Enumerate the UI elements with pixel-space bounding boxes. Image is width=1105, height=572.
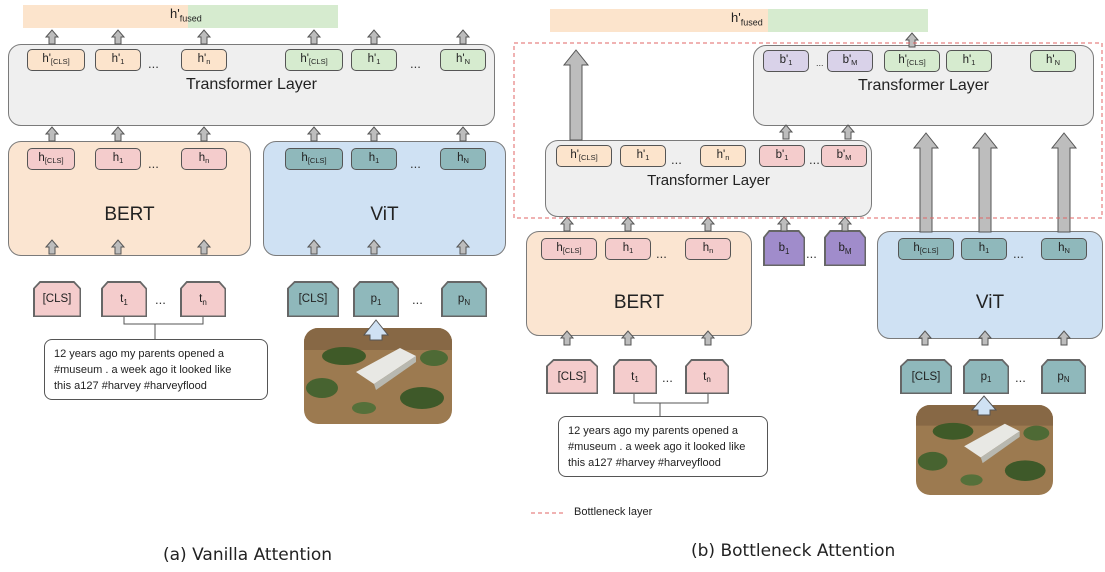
vit-title: ViT	[975, 292, 1005, 313]
connector-line	[123, 317, 204, 339]
tweet-line: #museum . a week ago it looked like	[54, 364, 232, 376]
bert-token-cls: h[CLS]	[541, 238, 597, 260]
ellipsis: ...	[662, 370, 673, 385]
ellipsis: ...	[816, 58, 824, 68]
vit-token-cls: h[CLS]	[898, 238, 954, 260]
lower-token-cls: h'[CLS]	[556, 145, 612, 167]
lower-token-n: h'n	[700, 145, 746, 167]
fused-label: h'fused	[170, 6, 202, 24]
upper-token-cls: h'[CLS]	[884, 50, 940, 72]
vit-title: ViT	[370, 204, 399, 225]
ellipsis: ...	[656, 246, 667, 261]
connector-line	[633, 394, 709, 416]
upper-token-1: h'1	[946, 50, 992, 72]
image-input-cls: [CLS]	[288, 282, 338, 316]
transformer-layer-title: Transformer Layer	[186, 76, 317, 93]
ellipsis: ...	[809, 152, 820, 167]
transformer-token-1-text: h'1	[95, 49, 141, 71]
bottleneck-region	[513, 42, 1103, 219]
up-arrow-icon	[970, 395, 998, 416]
fused-bar-text	[23, 5, 188, 28]
text-input-cls: [CLS]	[34, 282, 80, 316]
bert-title: BERT	[613, 292, 665, 313]
lower-transformer-title: Transformer Layer	[647, 172, 770, 189]
up-arrow-icon	[560, 32, 1071, 346]
lower-token-1: h'1	[620, 145, 666, 167]
transformer-token-1-image: h'1	[351, 49, 397, 71]
tweet-line: #museum . a week ago it looked like	[568, 441, 746, 453]
fused-bar-image	[768, 9, 928, 32]
tweet-textbox: 12 years ago my parents opened a #museum…	[558, 416, 768, 477]
ellipsis: ...	[410, 56, 421, 71]
transformer-token-cls-image: h'[CLS]	[285, 49, 343, 71]
up-arrow-icon	[562, 49, 1078, 233]
bert-token-cls: h[CLS]	[27, 148, 75, 170]
ellipsis: ...	[806, 246, 817, 261]
image-input-cls: [CLS]	[901, 360, 951, 393]
ellipsis: ...	[1013, 246, 1024, 261]
bottleneck-legend-label: Bottleneck layer	[574, 506, 653, 518]
ellipsis: ...	[1015, 370, 1026, 385]
fused-label: h'fused	[731, 10, 763, 28]
transformer-token-cls-text: h'[CLS]	[27, 49, 85, 71]
upper-transformer-title: Transformer Layer	[858, 77, 989, 94]
transformer-layer: Transformer Layer	[8, 44, 495, 126]
ellipsis: ...	[155, 292, 166, 307]
up-arrow-icon	[362, 319, 390, 341]
ellipsis: ...	[148, 156, 159, 171]
fused-bar-text	[550, 9, 768, 32]
transformer-token-N-image: h'N	[440, 49, 486, 71]
ellipsis: ...	[412, 292, 423, 307]
lower-token-bM: b'M	[821, 145, 867, 167]
text-input-cls: [CLS]	[547, 360, 597, 393]
ellipsis: ...	[148, 56, 159, 71]
upper-token-bM: b'M	[827, 50, 873, 72]
lower-token-b1: b'1	[759, 145, 805, 167]
caption-vanilla-attention: (a) Vanilla Attention	[163, 545, 333, 565]
tweet-textbox: 12 years ago my parents opened a #museum…	[44, 339, 268, 400]
ellipsis: ...	[410, 156, 421, 171]
transformer-token-n-text: h'n	[181, 49, 227, 71]
upper-token-b1: b'1	[763, 50, 809, 72]
tweet-line: 12 years ago my parents opened a	[54, 348, 225, 360]
up-arrow-icon	[45, 29, 470, 255]
bert-title: BERT	[104, 204, 155, 225]
caption-bottleneck-attention: (b) Bottleneck Attention	[691, 541, 896, 561]
ellipsis: ...	[671, 152, 682, 167]
tweet-line: this a127 #harvey #harveyflood	[54, 380, 207, 392]
tweet-line: this a127 #harvey #harveyflood	[568, 457, 721, 469]
fused-bar-image	[188, 5, 338, 28]
upper-token-N: h'N	[1030, 50, 1076, 72]
tweet-line: 12 years ago my parents opened a	[568, 425, 739, 437]
vit-token-cls: h[CLS]	[285, 148, 343, 170]
